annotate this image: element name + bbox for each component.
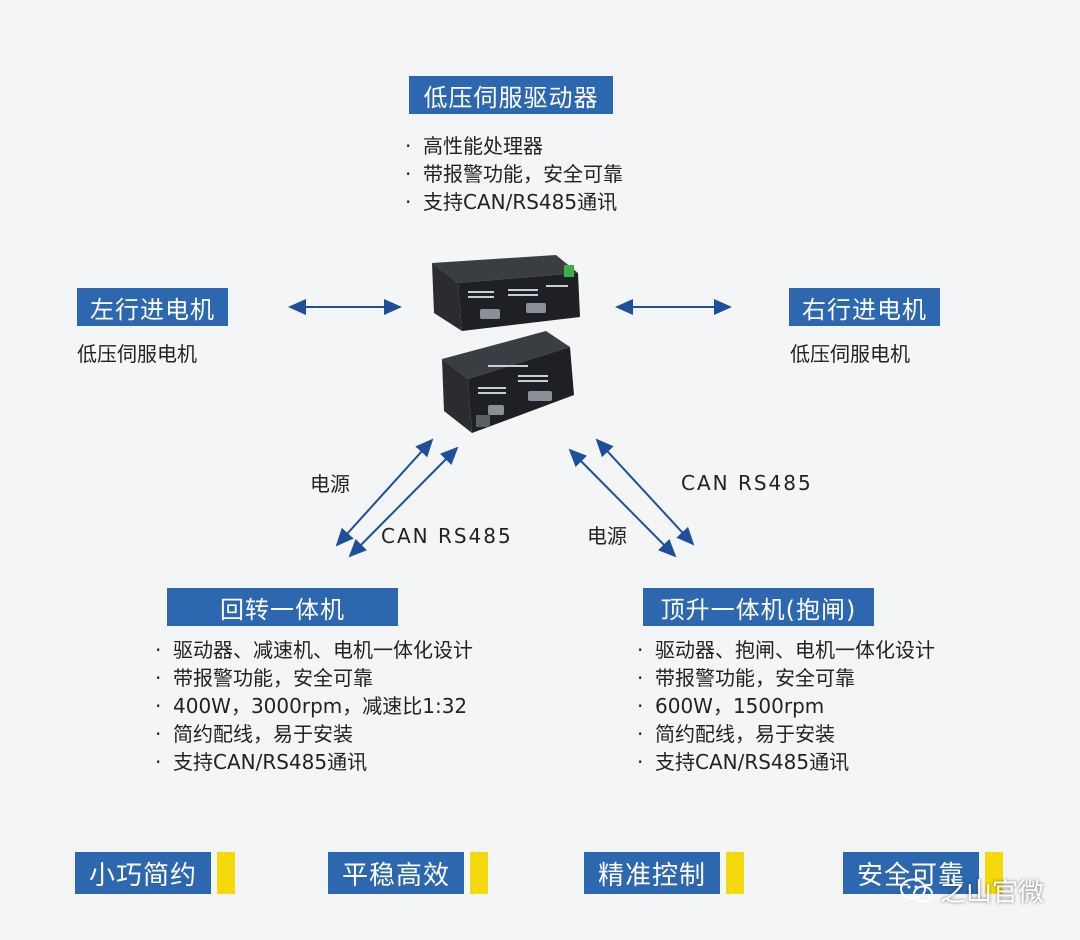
left-power-label: 电源: [310, 472, 350, 496]
feature-tag-label: 安全可靠: [843, 852, 980, 894]
feature-tag-label: 精准控制: [584, 852, 721, 894]
lift-title: 顶升一体机(抱闸): [643, 588, 874, 626]
left-comm-arrow: [348, 446, 459, 558]
rotary-title: 回转一体机: [167, 588, 398, 626]
feature-tag-compact: 小巧简约: [75, 852, 236, 894]
lift-feature: 600W，1500rpm: [637, 692, 935, 720]
rotary-feature: 支持CAN/RS485通讯: [155, 748, 473, 776]
lift-feature-list: 驱动器、抱闸、电机一体化设计 带报警功能，安全可靠 600W，1500rpm 简…: [637, 636, 935, 776]
feature-tag-label: 小巧简约: [75, 852, 212, 894]
right-comm-arrow: [595, 438, 695, 546]
watermark: 之山官微: [900, 872, 1044, 909]
rotary-feature-list: 驱动器、减速机、电机一体化设计 带报警功能，安全可靠 400W，3000rpm，…: [155, 636, 473, 776]
driver-feature: 带报警功能，安全可靠: [405, 160, 623, 188]
rotary-feature: 简约配线，易于安装: [155, 720, 473, 748]
feature-tag-precise: 精准控制: [584, 852, 745, 894]
rotary-feature: 带报警功能，安全可靠: [155, 664, 473, 692]
rotary-feature: 驱动器、减速机、电机一体化设计: [155, 636, 473, 664]
lift-feature: 简约配线，易于安装: [637, 720, 935, 748]
tag-accent-bar: [470, 852, 489, 894]
left-comm-label: CAN RS485: [381, 524, 513, 548]
tag-accent-bar: [217, 852, 236, 894]
rotary-feature: 400W，3000rpm，减速比1:32: [155, 692, 473, 720]
right-power-label: 电源: [587, 524, 627, 548]
right-comm-label: CAN RS485: [681, 471, 813, 495]
lift-feature: 驱动器、抱闸、电机一体化设计: [637, 636, 935, 664]
right-motor-subtitle: 低压伺服电机: [790, 342, 910, 366]
lift-feature: 带报警功能，安全可靠: [637, 664, 935, 692]
feature-tag-label: 平稳高效: [328, 852, 465, 894]
feature-tag-stable: 平稳高效: [328, 852, 489, 894]
driver-feature: 高性能处理器: [405, 132, 623, 160]
driver-feature-list: 高性能处理器 带报警功能，安全可靠 支持CAN/RS485通讯: [405, 132, 623, 216]
left-motor-title: 左行进电机: [77, 288, 228, 326]
driver-title: 低压伺服驱动器: [409, 76, 613, 114]
tag-accent-bar: [726, 852, 745, 894]
right-motor-title: 右行进电机: [789, 288, 940, 326]
wechat-icon: [900, 878, 933, 902]
feature-tag-reliable: 安全可靠: [843, 852, 1004, 894]
tag-accent-bar: [985, 852, 1004, 894]
driver-feature: 支持CAN/RS485通讯: [405, 188, 623, 216]
left-motor-subtitle: 低压伺服电机: [77, 342, 197, 366]
servo-driver-image: [432, 255, 580, 433]
lift-feature: 支持CAN/RS485通讯: [637, 748, 935, 776]
watermark-text: 之山官微: [940, 878, 1045, 908]
